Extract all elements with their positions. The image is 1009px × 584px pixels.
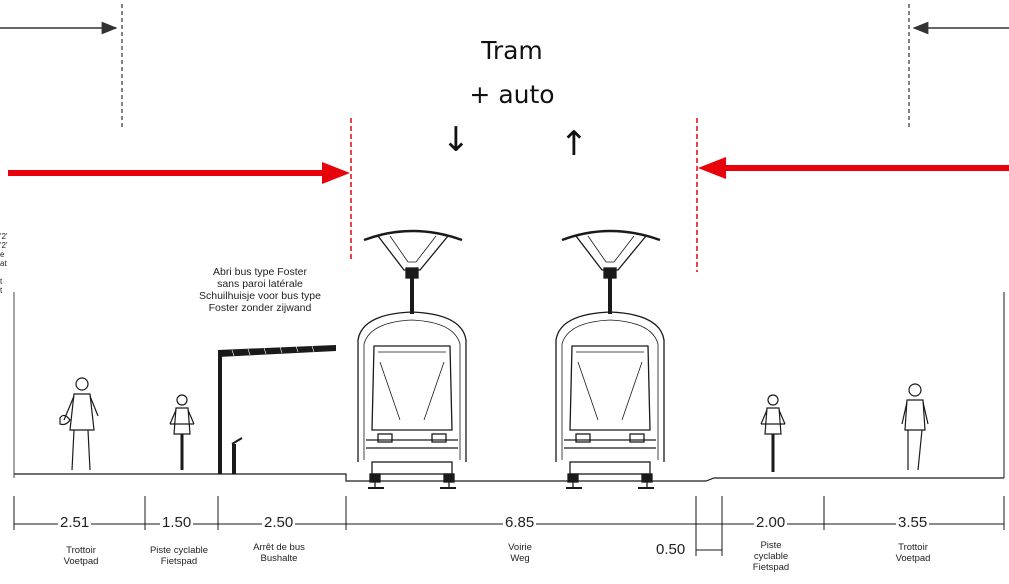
clipped-line: at <box>0 259 7 268</box>
label-bushalte: Arrêt de bus Bushalte <box>224 542 334 564</box>
dim-piste-right: 2.00 <box>754 514 788 531</box>
title-line-1: Tram <box>481 36 543 65</box>
outer-left-dimension-arrow <box>0 4 123 128</box>
label-nl: Weg <box>510 553 530 564</box>
arrow-down-icon: ↓ <box>441 120 471 160</box>
cyclist-right <box>760 394 786 472</box>
clipped-line: '2' <box>0 232 8 241</box>
bus-shelter <box>218 345 336 474</box>
arrow-up-icon: ↑ <box>559 124 589 164</box>
pedestrian-left <box>59 377 99 471</box>
pedestrian-right <box>901 383 929 471</box>
shelter-note-line: Abri bus type Foster <box>213 266 307 278</box>
label-nl: Fietspad <box>160 556 198 567</box>
tram-left <box>357 229 467 489</box>
label-piste-left: Piste cyclable Fietspad <box>124 545 234 567</box>
clipped-line: e <box>0 250 5 259</box>
label-nl: Fietspad <box>752 562 790 573</box>
red-arrow-right <box>698 157 1009 179</box>
dim-voirie: 6.85 <box>503 514 537 531</box>
clipped-line: t <box>0 277 3 286</box>
label-voirie: Voirie Weg <box>465 542 575 564</box>
dim-trottoir-right: 3.55 <box>896 514 930 531</box>
tram-right <box>555 229 665 489</box>
ground-line <box>14 473 1004 482</box>
dim-piste-left: 1.50 <box>160 514 194 531</box>
label-fr: Arrêt de bus <box>253 542 305 553</box>
dim-gap: 0.50 <box>654 541 688 558</box>
label-nl: Voetpad <box>895 553 931 564</box>
shelter-note: Abri bus type Foster sans paroi latérale… <box>196 266 324 314</box>
outer-right-dimension-arrow <box>908 4 1009 128</box>
label-nl: Voetpad <box>63 556 99 567</box>
shelter-note-line: Foster zonder zijwand <box>208 302 312 314</box>
clipped-left-text: '2' '2' e at t t <box>0 232 8 295</box>
label-piste-right: Piste cyclable Fietspad <box>716 540 826 573</box>
label-fr: Voirie <box>508 542 532 553</box>
label-fr: Trottoir <box>66 545 96 556</box>
label-nl: Bushalte <box>260 553 298 564</box>
label-trottoir-left: Trottoir Voetpad <box>26 545 136 567</box>
label-fr: Trottoir <box>898 542 928 553</box>
title-line-2: + auto <box>469 80 555 109</box>
label-fr2: cyclable <box>753 551 789 562</box>
label-trottoir-right: Trottoir Voetpad <box>858 542 968 564</box>
clipped-line: t <box>0 286 3 295</box>
dim-bushalte: 2.50 <box>262 514 296 531</box>
dim-trottoir-left: 2.51 <box>58 514 92 531</box>
red-arrow-left <box>8 162 350 184</box>
label-fr: Piste <box>760 540 782 551</box>
clipped-line: '2' <box>0 241 8 250</box>
clipped-line <box>0 268 8 277</box>
label-fr: Piste cyclable <box>149 545 209 556</box>
cyclist-left <box>169 394 195 470</box>
shelter-note-line: Schuilhuisje voor bus type <box>199 290 321 302</box>
shelter-note-line: sans paroi latérale <box>217 278 303 290</box>
